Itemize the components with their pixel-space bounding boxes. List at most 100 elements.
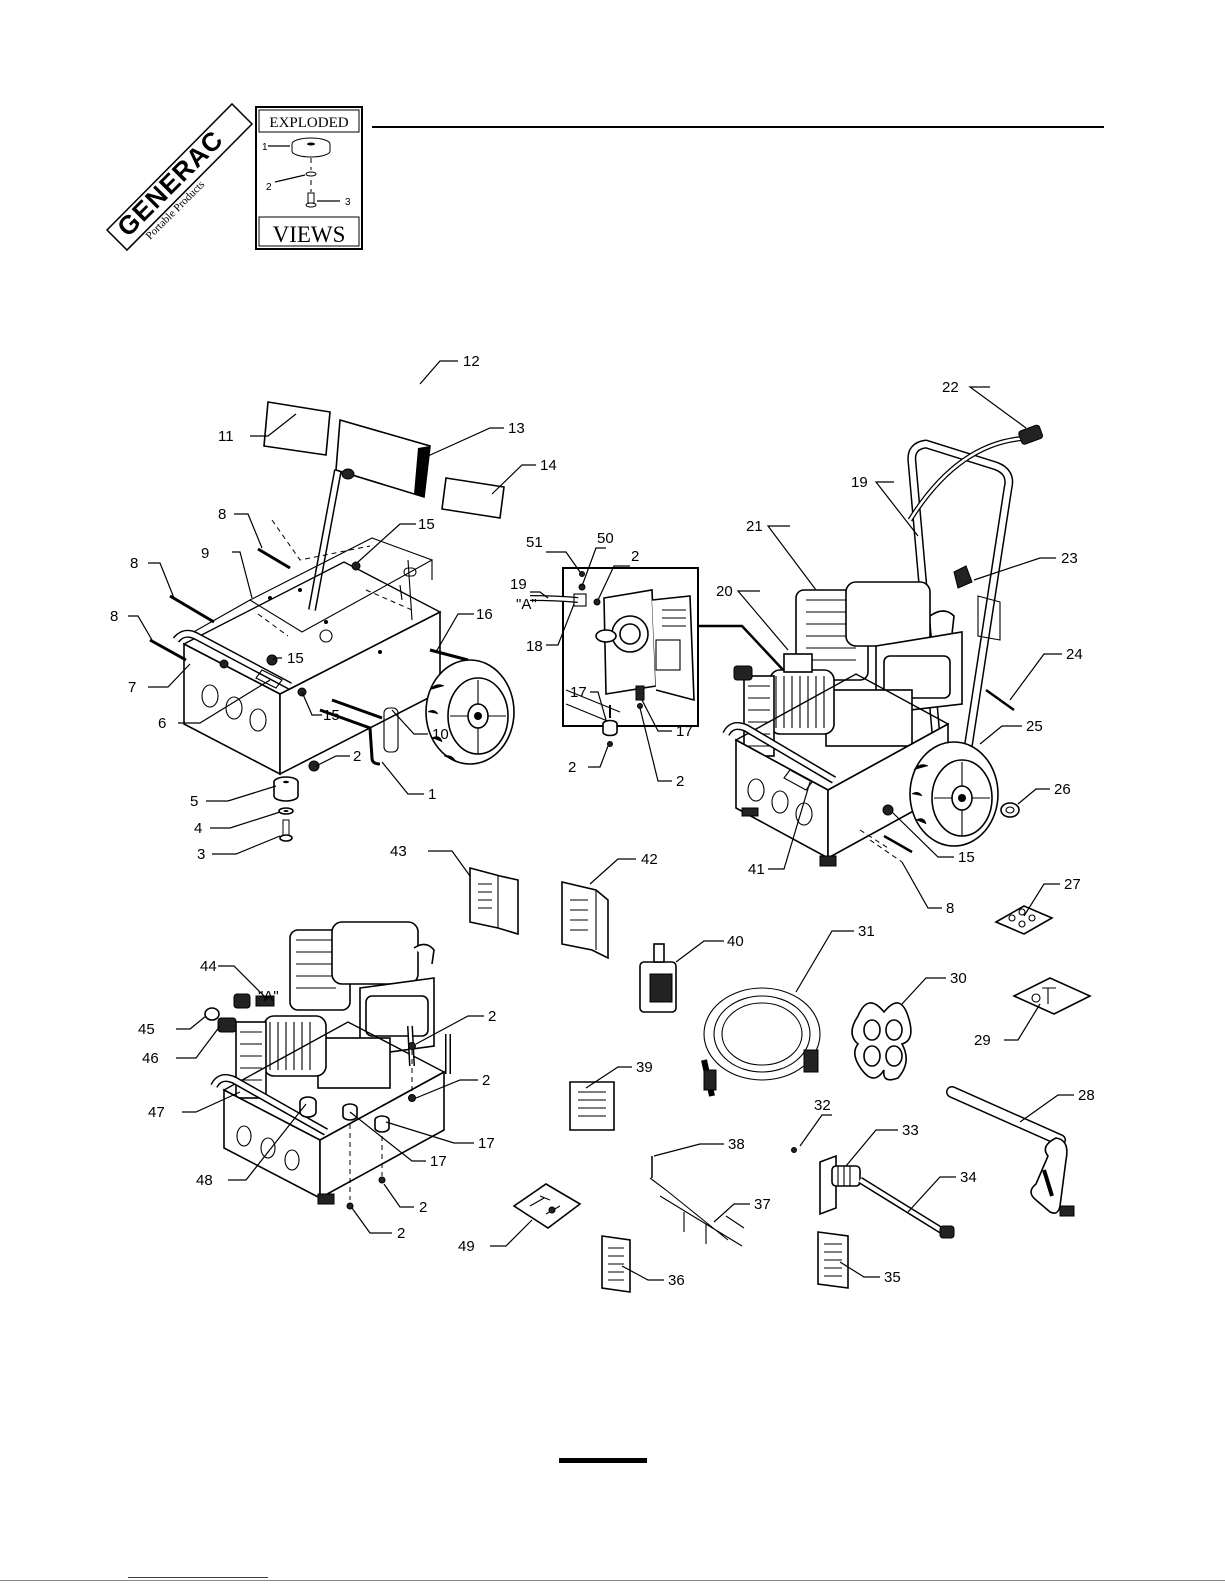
callout-leader [352,1208,392,1233]
callout-leader [1020,1095,1074,1122]
callout-leader [232,552,252,598]
callout-leader [176,1016,206,1029]
callout-label: 5 [190,793,198,810]
callout-label: 50 [597,530,614,547]
callout-label: 17 [430,1153,447,1170]
callout-label: 15 [958,849,975,866]
callout-label: 15 [287,650,304,667]
callout-leader [970,387,1026,428]
callout-leader [974,558,1056,580]
callout-leader [714,1204,750,1222]
callout-label: 9 [201,545,209,562]
callout-label: 26 [1054,781,1071,798]
callout-leader [980,726,1022,744]
callout-label: 17 [676,723,693,740]
frame-assembly [150,364,514,841]
callout-label: 47 [148,1104,165,1121]
callout-label: 19 [510,576,527,593]
callout-leader [676,941,724,962]
generac-logo: GENERAC Portable Products [107,104,252,250]
callout-label: 2 [568,759,576,776]
callout-label: 6 [158,715,166,732]
callout-label: 20 [716,583,733,600]
callout-leader [588,746,608,767]
callout-leader [428,851,470,876]
callout-leader [384,1184,414,1207]
footer-link-underline[interactable] [128,1577,268,1578]
callout-label: 13 [508,420,525,437]
callout-leader [902,978,946,1004]
callout-label: 34 [960,1169,977,1186]
callout-label: 30 [950,970,967,987]
callout-leader [908,1177,956,1212]
callout-leader [654,1144,724,1156]
page-number-bar [559,1458,647,1463]
callout-label: 38 [728,1136,745,1153]
callout-label: 8 [130,555,138,572]
callout-label: 8 [946,900,954,917]
callout-label: 28 [1078,1087,1095,1104]
callout-label: 2 [482,1072,490,1089]
logo-wordmark: GENERAC [111,124,229,242]
callout-label: 51 [526,534,543,551]
callout-leader [428,428,504,456]
callout-label: 31 [858,923,875,940]
callout-label: 2 [631,548,639,565]
callout-leader [902,862,942,908]
callout-label: 18 [526,638,543,655]
callout-label: 2 [488,1008,496,1025]
callout-label: 42 [641,851,658,868]
callout-label: 40 [727,933,744,950]
callout-leader [234,514,262,548]
callout-leader [210,812,280,828]
callout-label: 8 [110,608,118,625]
callout-label: 23 [1061,550,1078,567]
callout-label: 39 [636,1059,653,1076]
callout-label: 48 [196,1172,213,1189]
callout-label: 49 [458,1238,475,1255]
callout-label: 46 [142,1050,159,1067]
callout-leader [846,1130,898,1166]
callout-label: 17 [478,1135,495,1152]
callout-leader [796,931,854,992]
callout-label: 25 [1026,718,1043,735]
callout-leader [206,786,276,801]
assembled-pressure-washer [726,424,1043,866]
callout-label: 3 [197,846,205,863]
loose-parts [470,868,1090,1292]
badge-top-text: EXPLODED [269,115,348,131]
badge-callout-3: 3 [345,197,351,208]
callout-label: 1 [428,786,436,803]
callout-leader [1010,654,1062,700]
callout-label: 19 [851,474,868,491]
callout-label: 17 [570,684,587,701]
callout-leader [1018,789,1050,804]
callout-leader [128,616,152,640]
callout-label: 24 [1066,646,1083,663]
callout-leader [768,526,816,590]
callout-label: 45 [138,1021,155,1038]
engine-pump-assembly-view [205,922,448,1209]
callout-label: 35 [884,1269,901,1286]
callout-label: 37 [754,1196,771,1213]
badge-bottom-text: VIEWS [273,222,346,247]
exploded-views-badge: EXPLODED VIEWS 1 2 3 [256,107,362,249]
callout-leader [436,614,474,652]
callout-label: 43 [390,843,407,860]
callout-label: 21 [746,518,763,535]
callout-leader [738,591,788,650]
callout-leader [590,859,636,884]
callout-label: 32 [814,1097,831,1114]
callout-leader [212,836,280,854]
footer-rule [0,1580,1225,1581]
callout-leader [382,762,424,794]
callout-label: 33 [902,1122,919,1139]
callout-label: 41 [748,861,765,878]
badge-callout-2: 2 [266,182,272,193]
callout-label: 2 [419,1199,427,1216]
callout-label: 44 [200,958,217,975]
callout-label: 27 [1064,876,1081,893]
callout-leader [490,1220,532,1246]
callout-label: 22 [942,379,959,396]
